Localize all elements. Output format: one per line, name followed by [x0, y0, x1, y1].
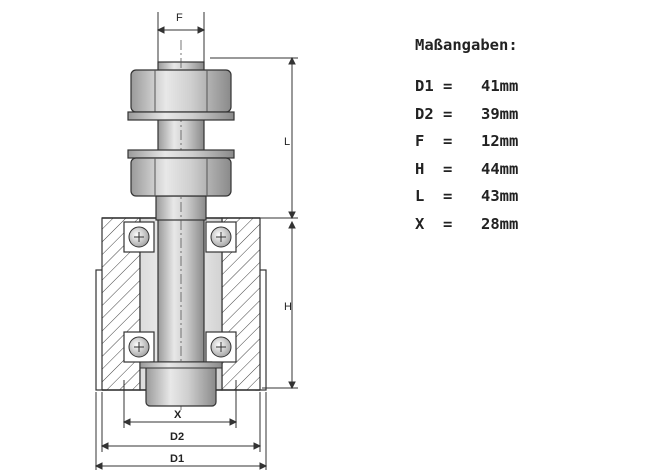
spec-value: 28mm — [481, 214, 519, 233]
label-l: L — [284, 136, 290, 148]
spec-row-x: X = 28mm — [415, 215, 518, 243]
label-d1: D1 — [170, 453, 184, 465]
dimension-h — [262, 217, 298, 390]
spec-title: Maßangaben: — [415, 36, 518, 54]
spec-key: F — [415, 132, 425, 150]
bottom-plug — [139, 361, 223, 407]
dimension-l — [210, 56, 298, 220]
label-f: F — [176, 12, 183, 24]
spec-value: 41mm — [481, 77, 519, 95]
dimension-d2 — [100, 392, 262, 452]
lower-nut — [130, 157, 232, 197]
spec-equals: = — [443, 132, 453, 150]
spec-equals: = — [443, 187, 453, 205]
spec-row-l: L = 43mm — [415, 187, 518, 215]
lower-washer — [127, 149, 235, 159]
spec-key: X — [415, 214, 425, 233]
dimension-f — [156, 12, 206, 68]
spec-row-d1: D1 = 41mm — [415, 77, 518, 105]
spec-list: Maßangaben: D1 = 41mm D2 = 39mm F = 12mm H = 44m… — [415, 36, 518, 242]
label-h: H — [284, 301, 292, 313]
label-x: X — [174, 409, 182, 421]
top-nut — [130, 69, 232, 113]
spec-key: H — [415, 159, 425, 178]
bearing-top-left — [123, 221, 155, 253]
dimension-d1 — [94, 392, 268, 470]
spec-key: D2 — [415, 104, 434, 123]
dimension-x — [122, 380, 238, 428]
spec-equals: = — [443, 159, 453, 178]
spec-row-h: H = 44mm — [415, 160, 518, 188]
spec-key: L — [415, 187, 425, 205]
bearing-top-right — [205, 221, 237, 253]
spec-equals: = — [443, 214, 453, 233]
spec-key: D1 — [415, 77, 434, 95]
spec-row-f: F = 12mm — [415, 132, 518, 160]
bearing-bottom-right — [205, 331, 237, 363]
spec-value: 43mm — [481, 187, 519, 205]
top-washer — [127, 111, 235, 121]
spec-row-d2: D2 = 39mm — [415, 105, 518, 133]
bearing-bottom-left — [123, 331, 155, 363]
spec-value: 12mm — [481, 132, 519, 150]
spec-value: 39mm — [481, 104, 519, 123]
label-d2: D2 — [170, 431, 184, 443]
spec-value: 44mm — [481, 159, 519, 178]
spec-equals: = — [443, 104, 453, 123]
spec-equals: = — [443, 77, 453, 95]
